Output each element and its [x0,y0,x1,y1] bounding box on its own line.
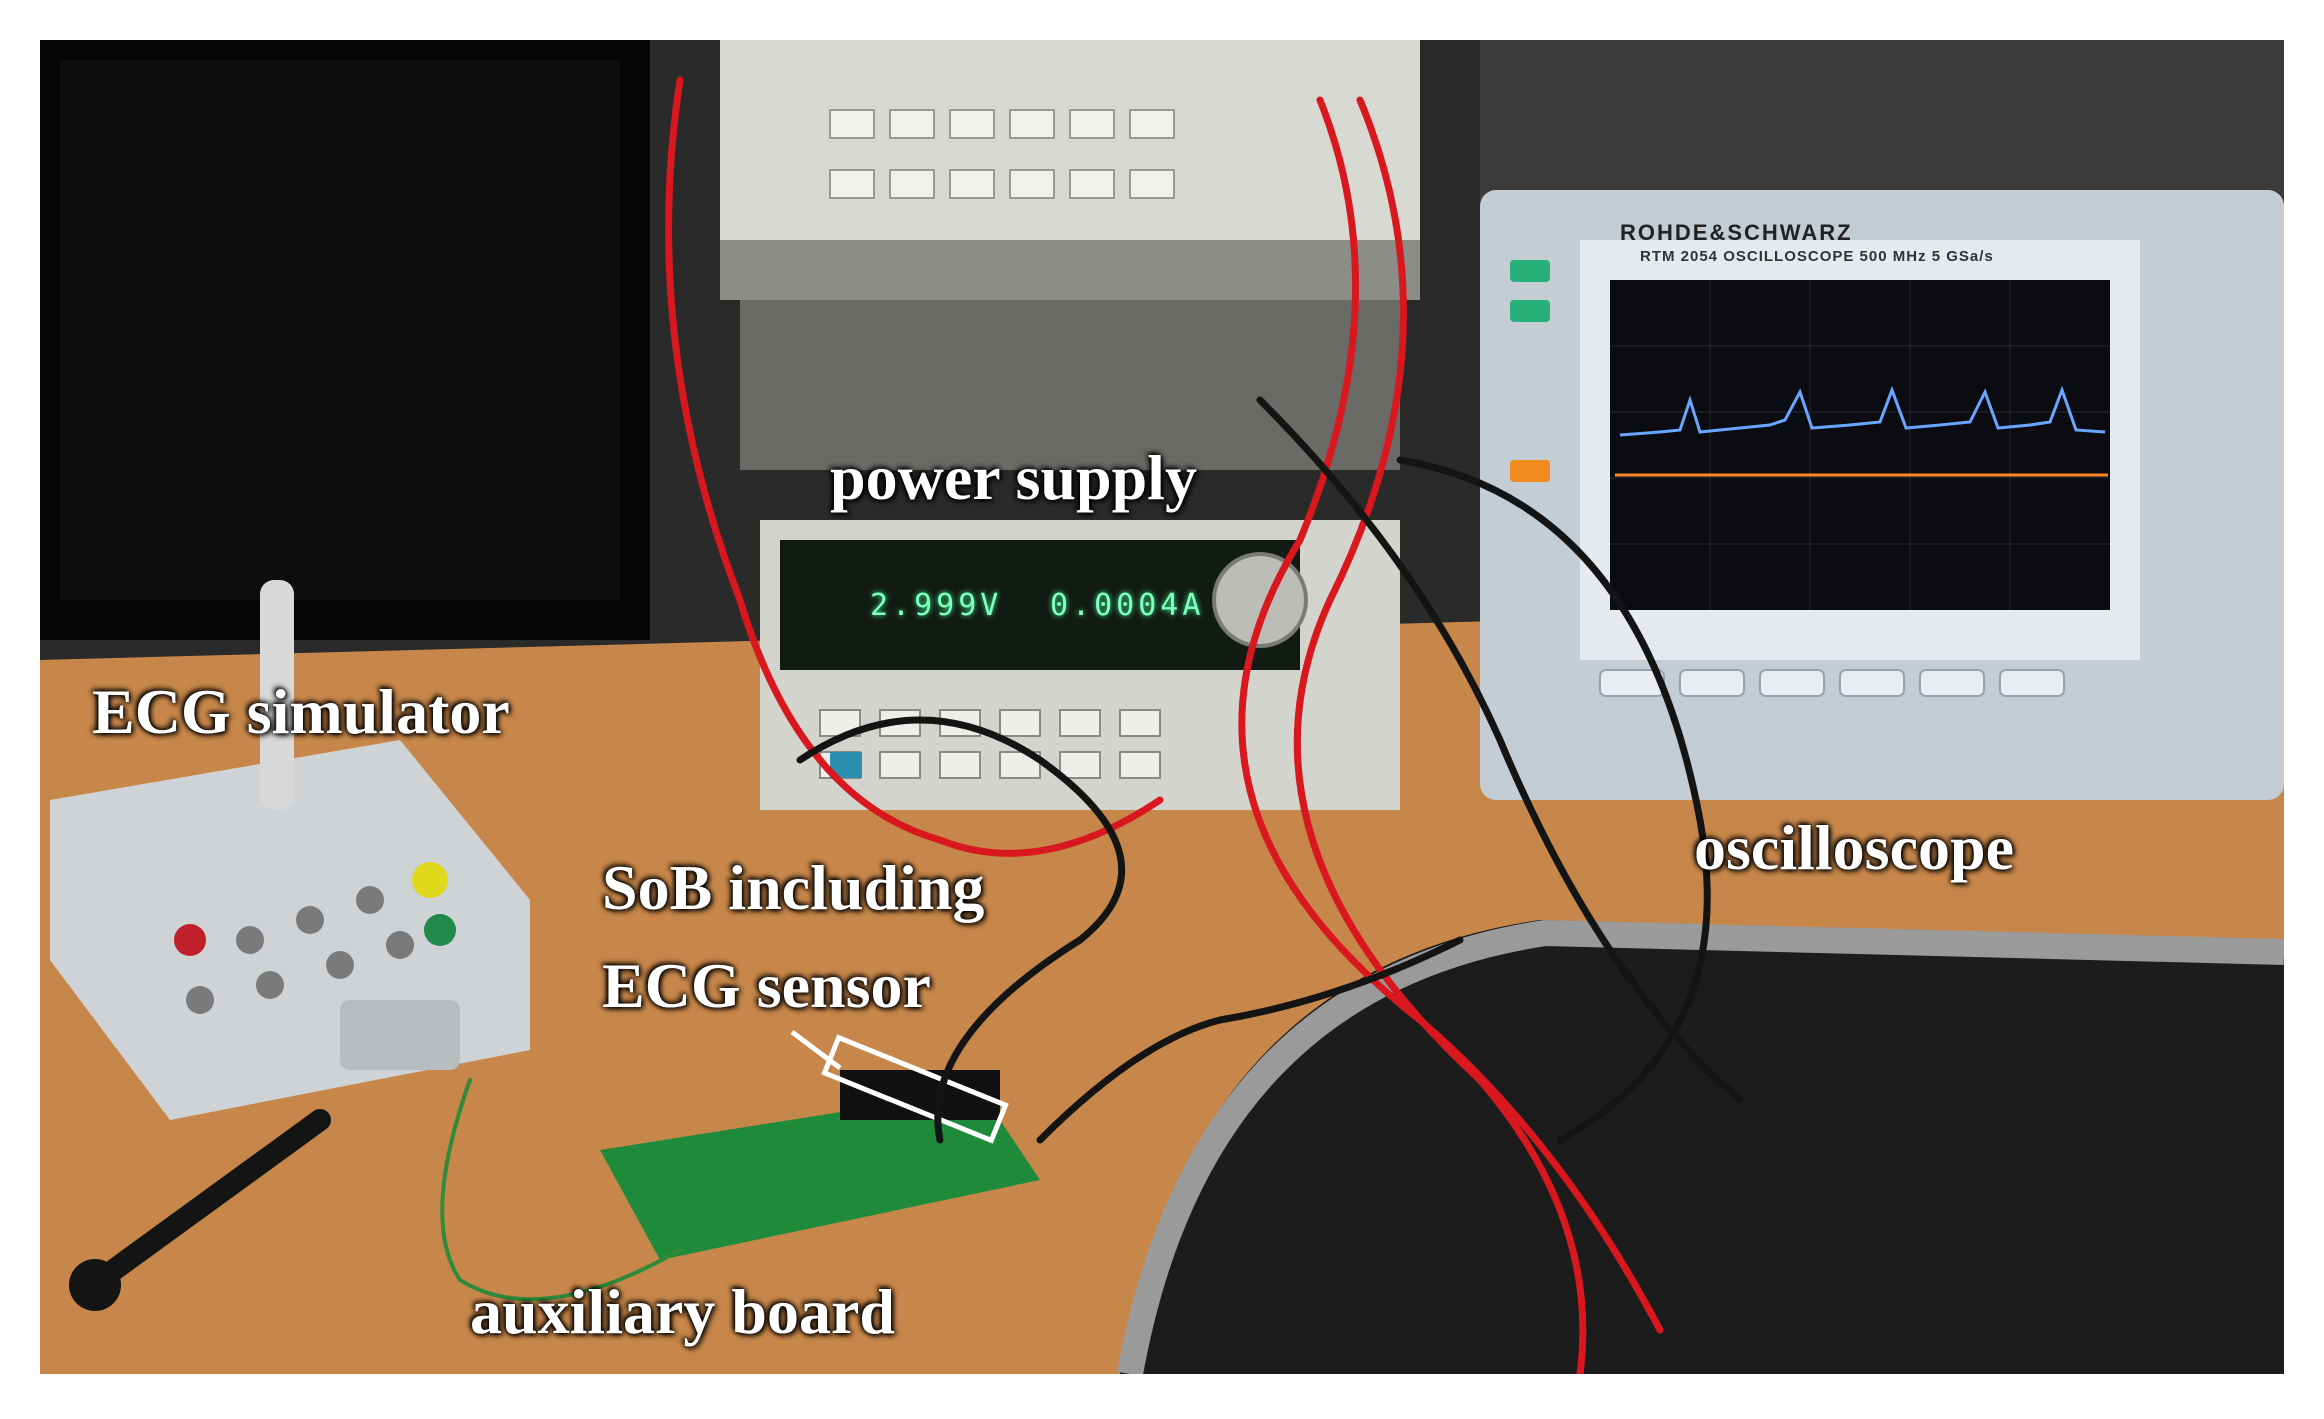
ps-voltage-readout: 2.999V [870,588,1003,623]
oscilloscope-model: RTM 2054 OSCILLOSCOPE 500 MHz 5 GSa/s [1640,248,1994,265]
label-auxiliary-board: auxiliary board [470,1276,895,1347]
sob-arrow [790,1030,842,1070]
oscilloscope-maker: ROHDE&SCHWARZ [1620,220,1853,245]
ecg-trace [1619,385,2106,437]
auxiliary-board-pcb [600,1090,1040,1260]
lab-scene [40,40,2284,1374]
multimeter [720,40,1420,240]
label-sob-line1: SoB including [602,852,985,923]
label-oscilloscope: oscilloscope [1694,812,2014,883]
label-power-supply: power supply [830,442,1197,513]
oscilloscope-screen [1610,280,2110,610]
sob-highlight-box [821,1034,1009,1144]
label-sob-line2: ECG sensor [602,950,931,1021]
label-ecg-simulator: ECG simulator [92,676,510,747]
lab-photo: 2.999V 0.0004A ROHDE&SCHWARZ RTM 2054 OS… [40,40,2284,1374]
ps-current-readout: 0.0004A [1050,588,1205,623]
